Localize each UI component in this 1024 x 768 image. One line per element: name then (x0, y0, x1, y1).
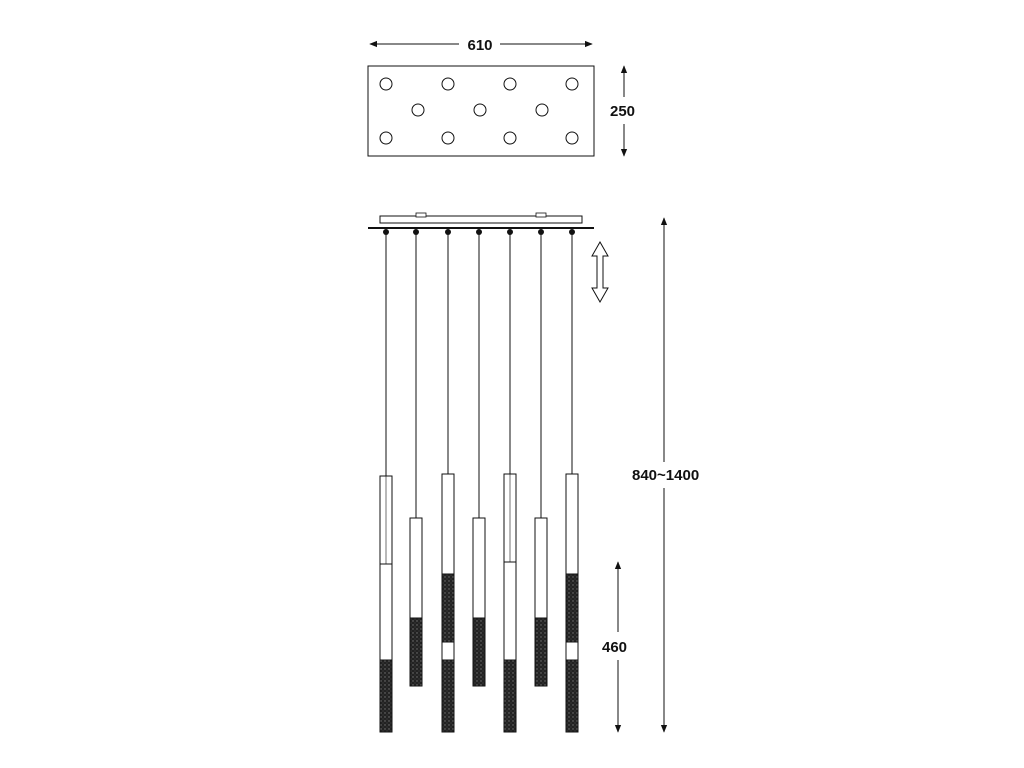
pendants (379, 229, 579, 733)
canopy-hole (535, 103, 549, 117)
pendant-length-dimension: 460 (602, 561, 627, 733)
height-range-label: 840~1400 (632, 467, 699, 484)
front-view: 840~1400 460 (368, 212, 699, 733)
canopy-hole (379, 131, 393, 145)
depth-label: 250 (610, 103, 635, 120)
canopy-hole (441, 131, 455, 145)
height-dimension: 840~1400 (632, 217, 699, 733)
adjustable-height-arrow (591, 240, 609, 304)
canopy-hole (473, 103, 487, 117)
canopy-holes (379, 77, 579, 145)
canopy-hole (565, 131, 579, 145)
width-label: 610 (467, 37, 492, 54)
pendant (441, 229, 455, 733)
canopy-hole (503, 77, 517, 91)
width-dimension: 610 (369, 37, 593, 54)
pendant (379, 229, 393, 733)
canopy-hole (379, 77, 393, 91)
top-view: 610 250 (367, 37, 635, 157)
canopy-hole (411, 103, 425, 117)
pendant (472, 229, 486, 687)
pendant-length-label: 460 (602, 639, 627, 656)
canopy-side (368, 212, 594, 229)
depth-dimension: 250 (610, 65, 635, 157)
canopy-hole (441, 77, 455, 91)
pendant (409, 229, 423, 687)
pendant (503, 229, 517, 733)
canopy-hole (503, 131, 517, 145)
pendant (534, 229, 548, 687)
canopy-plate (367, 65, 595, 157)
canopy-hole (565, 77, 579, 91)
pendant (565, 229, 579, 733)
